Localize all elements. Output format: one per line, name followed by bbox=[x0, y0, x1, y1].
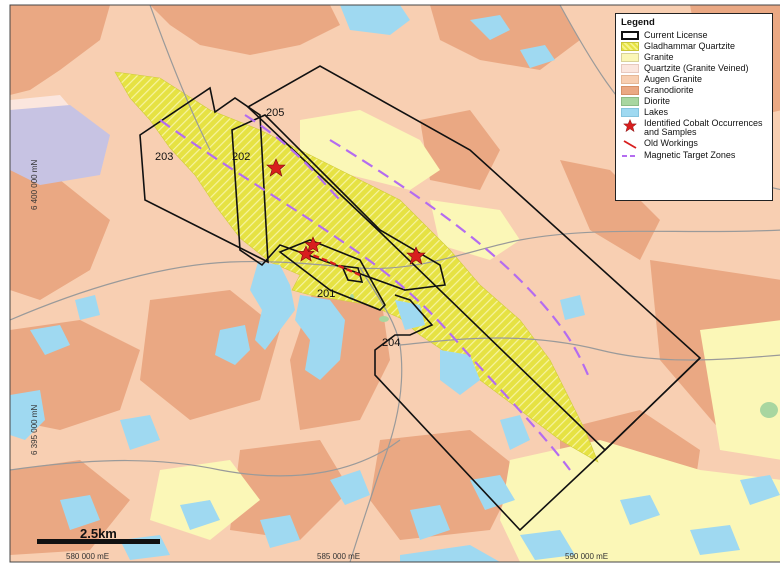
legend-title: Legend bbox=[621, 17, 655, 28]
license-block-202 bbox=[231, 114, 446, 291]
legend-item-label: Granite bbox=[644, 51, 674, 62]
diorite-areas bbox=[350, 294, 778, 418]
legend-item: Granite bbox=[621, 51, 767, 62]
block-label-204: 204 bbox=[382, 337, 400, 349]
old-workings bbox=[304, 250, 361, 277]
legend-item-label: Magnetic Target Zones bbox=[644, 149, 736, 160]
legend-item: Lakes bbox=[621, 106, 767, 117]
legend-item-label: Old Workings bbox=[644, 137, 698, 148]
legend-item-label: Granodiorite bbox=[644, 84, 694, 95]
y-tick-label: 6 395 000 mN bbox=[30, 404, 39, 455]
license-block-203 bbox=[139, 86, 269, 264]
current-license-swatch bbox=[621, 30, 639, 40]
granodiorite-swatch bbox=[621, 85, 639, 95]
legend-item-label: Lakes bbox=[644, 106, 669, 117]
red-line-icon bbox=[621, 139, 639, 149]
block-label-205: 205 bbox=[266, 107, 284, 119]
cobalt-star-icon bbox=[266, 158, 286, 177]
block-label-201: 201 bbox=[317, 288, 335, 300]
legend-item: Augen Granite bbox=[621, 73, 767, 84]
lakes-swatch bbox=[621, 107, 639, 117]
legend-item: Quartzite (Granite Veined) bbox=[621, 62, 767, 73]
star-icon bbox=[621, 118, 639, 133]
cobalt-star-icon bbox=[406, 246, 426, 265]
legend-item: Diorite bbox=[621, 95, 767, 106]
granite-swatch bbox=[621, 52, 639, 62]
legend-item-label: Identified Cobalt Occurrences and Sample… bbox=[644, 117, 763, 137]
legend: Legend Current License Gladhammar Quartz… bbox=[615, 13, 773, 201]
roads bbox=[10, 5, 780, 562]
x-tick-label: 580 000 mE bbox=[66, 552, 110, 561]
block-label-203: 203 bbox=[155, 151, 173, 163]
magnetic-target-zones bbox=[159, 114, 590, 471]
legend-item-label: Augen Granite bbox=[644, 73, 703, 84]
license-blocks bbox=[139, 65, 702, 532]
purple-unit-area bbox=[10, 105, 110, 185]
legend-item-label: Diorite bbox=[644, 95, 671, 106]
augen-granite-swatch bbox=[621, 74, 639, 84]
license-block-201 bbox=[278, 239, 386, 311]
legend-item-label: Gladhammar Quartzite bbox=[644, 40, 736, 51]
x-tick-label: 585 000 mE bbox=[317, 552, 361, 561]
license-block-204 bbox=[374, 294, 701, 532]
cobalt-star-icon bbox=[297, 245, 315, 262]
quartzite-swatch bbox=[621, 41, 639, 51]
map-frame bbox=[9, 4, 780, 563]
legend-item: Identified Cobalt Occurrences and Sample… bbox=[621, 117, 767, 137]
diorite-swatch bbox=[621, 96, 639, 106]
y-tick-label: 6 400 000 mN bbox=[30, 159, 39, 210]
legend-item: Current License bbox=[621, 29, 767, 40]
dashed-line-icon bbox=[621, 151, 639, 161]
cobalt-star-icon bbox=[304, 236, 322, 253]
lakes bbox=[10, 5, 780, 562]
legend-item: Granodiorite bbox=[621, 84, 767, 95]
legend-item: Gladhammar Quartzite bbox=[621, 40, 767, 51]
legend-item: Old Workings bbox=[621, 137, 767, 149]
legend-item: Magnetic Target Zones bbox=[621, 149, 767, 161]
scale-bar-label: 2.5km bbox=[80, 526, 117, 541]
scale-bar bbox=[37, 539, 160, 544]
license-block-201-inner bbox=[340, 265, 364, 283]
veined-quartzite-swatch bbox=[621, 63, 639, 73]
legend-item-label: Quartzite (Granite Veined) bbox=[644, 62, 749, 73]
block-label-202: 202 bbox=[232, 151, 250, 163]
x-tick-label: 590 000 mE bbox=[565, 552, 609, 561]
cobalt-occurrences bbox=[266, 158, 426, 265]
legend-item-label: Current License bbox=[644, 29, 708, 40]
